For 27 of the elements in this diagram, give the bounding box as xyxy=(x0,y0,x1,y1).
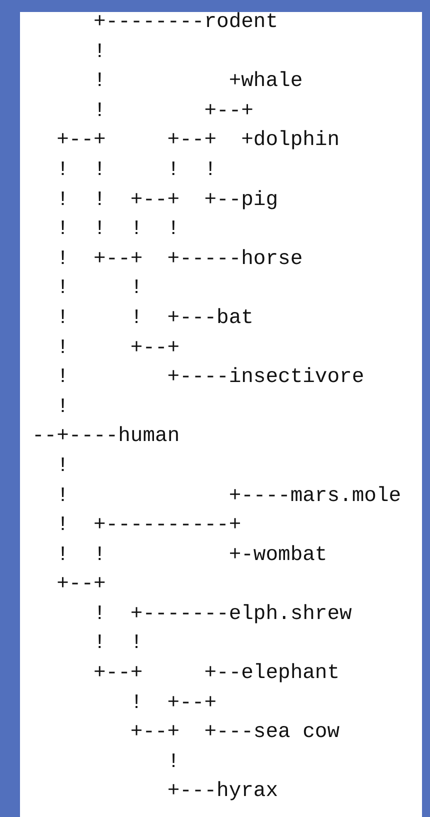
tree-text-line: +--+ +--elephant xyxy=(94,661,340,688)
tree-text-line: ! +whale xyxy=(94,69,303,96)
tree-text-line: +--------rodent xyxy=(94,10,278,36)
tree-text-line: ! +----mars.mole xyxy=(56,484,402,510)
tree-text-line: ! xyxy=(167,750,180,776)
tree-text-line: ! ! xyxy=(94,631,143,658)
tree-text-line: ! +--+ xyxy=(130,690,217,717)
tree-text-line: ! +--+ +-----horse xyxy=(56,246,303,273)
tree-text-line: ! ! +--+ +--pig xyxy=(56,188,278,214)
tree-text-line: ! +--+ xyxy=(94,98,254,125)
tree-text-line: +---hyrax xyxy=(167,779,278,806)
tree-text-line: ! ! +---bat xyxy=(56,306,254,332)
tree-text-line: +--+ +---sea cow xyxy=(130,720,340,746)
tree-text-line: ! xyxy=(56,394,69,421)
tree-text-line: ! +----------+ xyxy=(56,513,242,540)
tree-text-line: +--+ xyxy=(56,572,106,598)
tree-text-line: ! xyxy=(56,454,69,480)
tree-text-line: ! +--+ xyxy=(56,336,180,362)
tree-text-line: ! xyxy=(94,40,106,66)
tree-text-line: --+----human xyxy=(32,424,180,450)
tree-text-line: ! +-------elph.shrew xyxy=(94,602,352,628)
tree-text-line: ! ! ! ! xyxy=(56,217,180,244)
tree-text-line: ! ! ! ! xyxy=(56,158,217,184)
tree-text-line: +--+ +--+ +dolphin xyxy=(56,128,340,154)
tree-text-line: ! ! +-wombat xyxy=(56,542,328,569)
tree-text-line: ! ! xyxy=(56,276,143,302)
tree-text-line: ! +----insectivore xyxy=(56,365,364,392)
